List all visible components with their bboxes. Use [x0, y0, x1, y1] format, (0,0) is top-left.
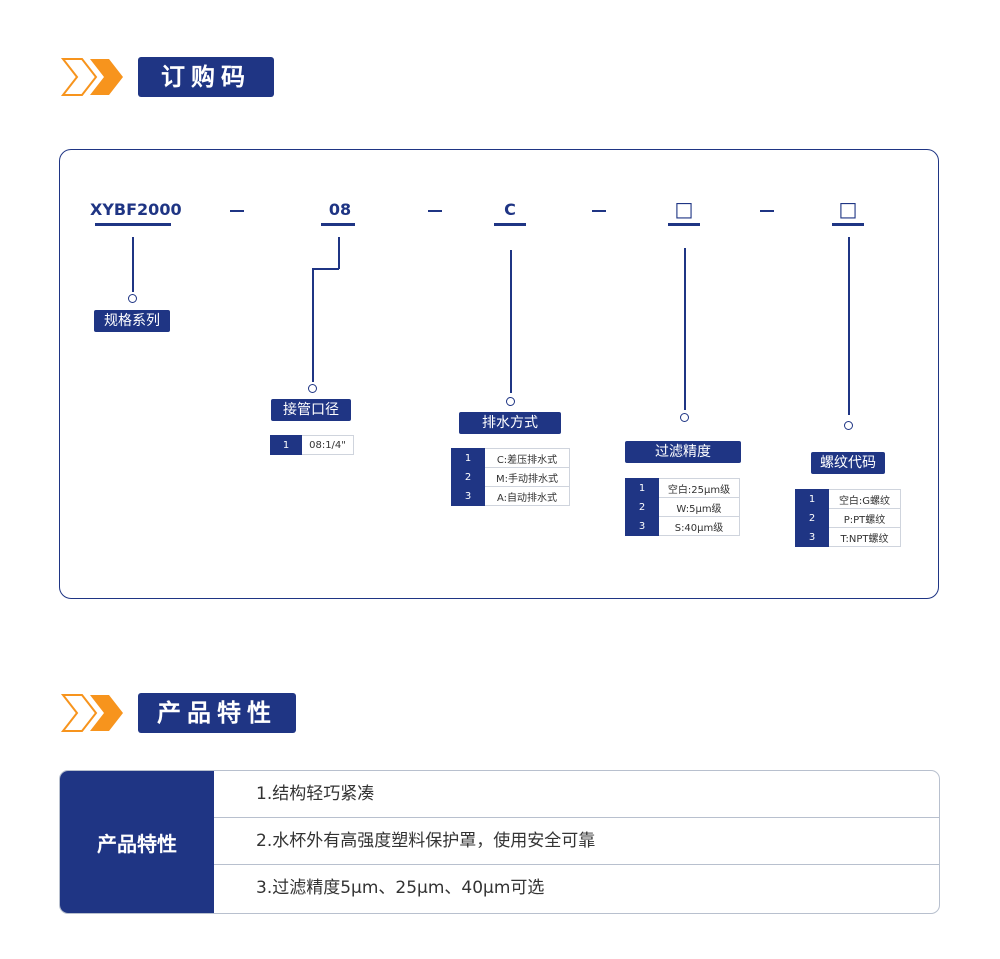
feature-item: 3.过滤精度5μm、25μm、40μm可选: [256, 878, 545, 898]
option-number: 1: [451, 448, 485, 468]
code-underline: [832, 223, 864, 226]
option-text: 空白:G螺纹: [828, 489, 901, 509]
code-separator: [230, 210, 244, 212]
double-chevron-icon: [60, 694, 123, 732]
option-text: P:PT螺纹: [828, 508, 901, 528]
option-number: 2: [451, 467, 485, 487]
code-part-thread: □: [838, 197, 858, 221]
table-row: 1 C:差压排水式: [451, 448, 570, 468]
connector-line: [312, 268, 339, 270]
option-text: 空白:25μm级: [658, 478, 740, 498]
connector-dot: [128, 294, 137, 303]
feature-item: 1.结构轻巧紧凑: [214, 771, 939, 818]
options-table-filter: 1 空白:25μm级 2 W:5μm级 3 S:40μm级: [625, 478, 740, 536]
order-code-panel: [59, 149, 939, 599]
table-row: 3 A:自动排水式: [451, 486, 570, 506]
table-row: 1 空白:25μm级: [625, 478, 740, 498]
double-chevron-icon: [60, 58, 123, 96]
features-label: 产品特性: [60, 771, 214, 913]
label-filter: 过滤精度: [625, 441, 741, 463]
features-table: 产品特性 1.结构轻巧紧凑 2.水杯外有高强度塑料保护罩，使用安全可靠 3.过滤…: [59, 770, 940, 914]
table-row: 2 M:手动排水式: [451, 467, 570, 487]
connector-dot: [680, 413, 689, 422]
option-number: 3: [451, 486, 485, 506]
code-part-drain: C: [504, 200, 516, 219]
option-number: 2: [625, 497, 659, 517]
connector-line: [338, 237, 340, 269]
options-table-drain: 1 C:差压排水式 2 M:手动排水式 3 A:自动排水式: [451, 448, 570, 506]
code-underline: [668, 223, 700, 226]
table-row: 3 S:40μm级: [625, 516, 740, 536]
label-series: 规格系列: [94, 310, 170, 332]
option-text: T:NPT螺纹: [828, 527, 901, 547]
label-port: 接管口径: [271, 399, 351, 421]
table-row: 1 空白:G螺纹: [795, 489, 901, 509]
options-table-thread: 1 空白:G螺纹 2 P:PT螺纹 3 T:NPT螺纹: [795, 489, 901, 547]
code-underline: [95, 223, 171, 226]
option-number: 1: [270, 435, 302, 455]
code-separator: [592, 210, 606, 212]
code-separator: [760, 210, 774, 212]
option-number: 3: [625, 516, 659, 536]
connector-dot: [308, 384, 317, 393]
code-part-series: XYBF2000: [90, 200, 182, 219]
table-row: 3 T:NPT螺纹: [795, 527, 901, 547]
connector-line: [312, 268, 314, 382]
order-section-title: 订购码: [138, 57, 274, 97]
code-part-port: 08: [328, 200, 352, 219]
connector-line: [510, 250, 512, 393]
option-text: S:40μm级: [658, 516, 740, 536]
connector-dot: [506, 397, 515, 406]
option-number: 2: [795, 508, 829, 528]
table-row: 2 P:PT螺纹: [795, 508, 901, 528]
table-row: 2 W:5μm级: [625, 497, 740, 517]
option-text: M:手动排水式: [484, 467, 570, 487]
code-separator: [428, 210, 442, 212]
feature-item: 2.水杯外有高强度塑料保护罩，使用安全可靠: [214, 818, 939, 865]
option-number: 3: [795, 527, 829, 547]
connector-line: [684, 248, 686, 410]
options-table-port: 1 08:1/4": [270, 435, 354, 455]
option-text: A:自动排水式: [484, 486, 570, 506]
code-part-filter: □: [674, 197, 694, 221]
option-number: 1: [625, 478, 659, 498]
option-number: 1: [795, 489, 829, 509]
option-text: C:差压排水式: [484, 448, 570, 468]
label-thread: 螺纹代码: [811, 452, 885, 474]
code-underline: [321, 223, 355, 226]
connector-dot: [844, 421, 853, 430]
option-text: W:5μm级: [658, 497, 740, 517]
code-underline: [494, 223, 526, 226]
table-row: 1 08:1/4": [270, 435, 354, 455]
connector-line: [848, 237, 850, 415]
label-drain: 排水方式: [459, 412, 561, 434]
connector-line: [132, 237, 134, 292]
option-text: 08:1/4": [301, 435, 354, 455]
features-section-title: 产品特性: [138, 693, 296, 733]
